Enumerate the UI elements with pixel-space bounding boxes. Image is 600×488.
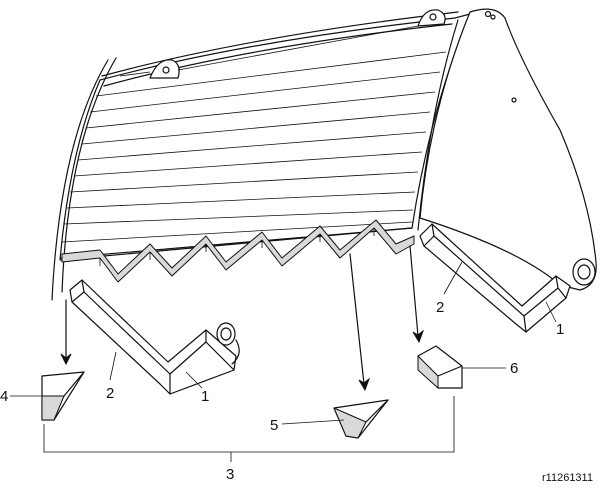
- right-side-plate: [417, 8, 597, 291]
- cutting-edge-teeth: [59, 219, 415, 283]
- callout-labels: 1 2 1 2 3 4 5 6: [0, 299, 564, 483]
- callout-3: 3: [226, 466, 234, 483]
- left-side-cutter: [69, 279, 240, 395]
- tooth-segment-6: [417, 345, 463, 389]
- figure-reference-code: r11261311: [542, 472, 593, 484]
- callout-1-left: 1: [201, 388, 209, 405]
- tooth-segment-4: [41, 371, 85, 421]
- callout-6: 6: [510, 360, 518, 377]
- leader-lines: [10, 261, 557, 462]
- callout-5: 5: [270, 417, 278, 434]
- right-side-cutter: [419, 223, 571, 333]
- callout-2-right: 2: [436, 299, 444, 316]
- callout-1-right: 1: [556, 321, 564, 338]
- bucket-body: [51, 9, 471, 301]
- tooth-segment-5: [333, 399, 389, 439]
- removal-arrows: [60, 245, 425, 392]
- callout-2-left: 2: [106, 385, 114, 402]
- callout-4: 4: [0, 388, 8, 405]
